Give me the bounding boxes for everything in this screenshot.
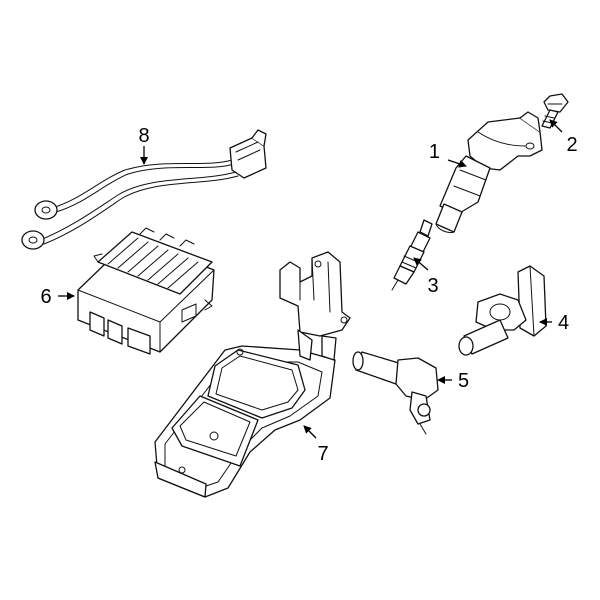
callout-3-label: 3	[427, 275, 438, 297]
callout-1: 1	[429, 141, 467, 168]
callout-5-label: 5	[458, 370, 469, 392]
camshaft-position-sensor	[458, 265, 547, 356]
callout-7: 7	[303, 425, 329, 465]
callout-1-label: 1	[429, 141, 440, 163]
coil-bolt	[541, 93, 569, 129]
knock-sensor-lower	[21, 230, 45, 250]
harness-connector	[229, 129, 267, 179]
spark-plug	[391, 219, 433, 291]
callout-3: 3	[413, 257, 439, 297]
callout-5: 5	[437, 370, 469, 392]
callout-6: 6	[40, 286, 75, 308]
knock-sensor-upper	[34, 200, 58, 220]
harness-wire-b	[55, 163, 235, 213]
callout-7-label: 7	[317, 443, 328, 465]
engine-control-module	[77, 227, 215, 355]
callout-4: 4	[539, 312, 569, 334]
harness-wire-c	[39, 171, 237, 241]
callout-8: 8	[138, 125, 150, 165]
callout-2-label: 2	[566, 134, 577, 156]
ignition-coil	[435, 111, 543, 233]
crankshaft-position-sensor	[352, 351, 439, 435]
harness-wire-a	[51, 159, 233, 209]
module-mounting-bracket	[154, 251, 351, 498]
callout-8-label: 8	[138, 125, 149, 147]
knock-sensor-harness	[21, 129, 267, 250]
callout-6-label: 6	[40, 286, 51, 308]
harness-wire-d	[43, 175, 239, 245]
callout-4-label: 4	[558, 312, 569, 334]
callout-2: 2	[549, 119, 578, 156]
